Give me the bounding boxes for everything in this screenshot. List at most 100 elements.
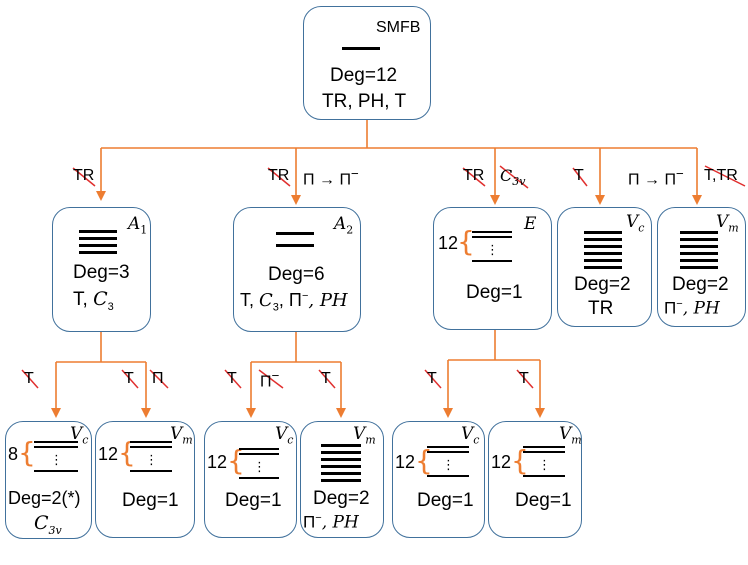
A2-level-1	[276, 232, 314, 235]
A2Vc-count: 12	[207, 452, 228, 472]
sym-text: T,	[240, 290, 260, 310]
strike-l2-A2Vc-pi	[258, 369, 284, 389]
edge-label-A2Vm-broken: T	[321, 370, 331, 387]
A1-degeneracy: Deg=3	[73, 262, 130, 283]
EVc-irrep: Vc	[461, 424, 479, 446]
irrep-sub: m	[182, 433, 193, 447]
A2-level-2	[276, 244, 314, 247]
node-E: E 12 { ⋮ Deg=1	[433, 207, 552, 330]
edge-label-A2Vc-broken-pi: Π−	[260, 368, 279, 391]
edge-label-E-broken: TR	[463, 167, 485, 184]
sym-pi-sup: −	[676, 298, 683, 310]
pi-sup: −	[271, 368, 280, 383]
EVc-level-top-1	[427, 446, 469, 448]
edge-label-Vc-broken: T	[574, 167, 584, 184]
irrep-sub: 2	[346, 223, 354, 237]
A1Vc-irrep: Vc	[70, 424, 88, 446]
strike-l1-Vm	[704, 165, 746, 187]
A2Vm-irrep: Vm	[353, 424, 376, 446]
sym-pi: Π	[664, 298, 677, 318]
sym-math: C	[93, 288, 108, 310]
E-irrep: E	[524, 214, 537, 234]
A2-degeneracy: Deg=6	[268, 264, 325, 285]
map-text: Π → Π	[628, 171, 676, 189]
EVc-level-top-2	[427, 451, 469, 453]
EVm-level-top-1	[523, 446, 565, 448]
EVm-irrep: Vm	[559, 424, 582, 446]
strike-l2-A1Vc	[21, 369, 39, 389]
EVm-brace: {	[511, 444, 529, 477]
A1-symmetries: T, C3	[73, 288, 114, 313]
E-level-top-2	[472, 236, 512, 238]
A2Vm-level-4	[321, 465, 361, 468]
A2Vc-irrep: Vc	[275, 424, 293, 446]
strike-l2-A1Vm-pi	[149, 369, 169, 389]
sym-pi-sup: −	[315, 512, 322, 524]
irrep-letter: V	[559, 424, 572, 444]
node-A1-Vm: Vm 12 { ⋮ Deg=1	[95, 421, 195, 538]
edge-label-EVm-broken: T	[519, 370, 529, 387]
EVm-count: 12	[491, 452, 512, 472]
E-level-top-1	[472, 231, 512, 233]
irrep-letter: V	[353, 424, 366, 444]
strike-l2-A2Vm	[318, 369, 336, 389]
node-A2-Vm: Vm Deg=2 Π−, PH	[300, 421, 384, 538]
node-Vc: Vc Deg=2 TR	[557, 207, 652, 327]
Vc-degeneracy: Deg=2	[574, 274, 631, 295]
A1Vc-ellipsis: ⋮	[50, 452, 63, 467]
edge-label-A1-broken: TR	[73, 167, 95, 184]
A1Vc-level-bottom	[34, 470, 78, 472]
A2-irrep: A2	[334, 214, 353, 236]
A1-level-1	[79, 230, 117, 233]
sym-math-sub: 3	[272, 301, 279, 314]
Vm-symmetries: Π−, PH	[664, 298, 720, 319]
node-E-Vc: Vc 12 { ⋮ Deg=1	[392, 421, 485, 538]
sym-math: C	[259, 290, 273, 311]
EVc-brace: {	[415, 444, 433, 477]
edge-label-E-broken-math: C3v	[500, 166, 525, 188]
irrep-sub: m	[571, 433, 582, 447]
A1-irrep: A1	[128, 214, 147, 236]
A1Vc-symmetry: C3v	[34, 512, 62, 537]
Vm-level-3	[680, 245, 718, 248]
Vc-level-5	[584, 259, 622, 262]
A2Vc-level-top-2	[239, 453, 279, 455]
map-text: Π → Π	[303, 171, 351, 189]
irrep-letter: V	[170, 424, 183, 444]
irrep-sub: c	[287, 433, 294, 447]
node-A2-Vc: Vc 12 { ⋮ Deg=1	[204, 421, 297, 538]
Vm-level-2	[680, 238, 718, 241]
irrep-sub: m	[365, 433, 376, 447]
irrep-sub: c	[638, 221, 645, 235]
A1Vm-irrep: Vm	[170, 424, 193, 446]
A1-level-4	[79, 251, 117, 254]
root-degeneracy: Deg=12	[330, 65, 398, 86]
strike-l1-A1	[72, 167, 96, 187]
sym-math: C	[34, 512, 49, 534]
root-energy-level	[342, 47, 380, 50]
A2Vm-level-1	[321, 444, 361, 447]
c-sub: 3v	[512, 175, 526, 189]
edge-label-A1Vm-broken-t: T	[124, 370, 134, 387]
Vm-level-1	[680, 231, 718, 234]
edge-label-A2-map: Π → Π−	[303, 166, 359, 189]
EVc-count: 12	[395, 452, 416, 472]
Vc-symmetries: TR	[588, 298, 614, 319]
A1Vm-level-top-1	[130, 441, 172, 443]
Vc-irrep: Vc	[626, 212, 644, 234]
A2-symmetries: T, C3, Π−, PH	[240, 290, 348, 314]
irrep-letter: V	[275, 424, 288, 444]
E-ellipsis: ⋮	[486, 242, 499, 257]
node-A2: A2 Deg=6 T, C3, Π−, PH	[233, 207, 361, 332]
edge-label-EVc-broken: T	[427, 370, 437, 387]
sym-pi: Π	[303, 512, 316, 532]
irrep-sub: c	[473, 433, 480, 447]
A2Vm-level-2	[321, 451, 361, 454]
irrep-sub: m	[728, 221, 739, 235]
node-A1-Vc: Vc 8 { ⋮ Deg=2(*) C3v	[5, 421, 92, 539]
Vm-level-4	[680, 252, 718, 255]
sym-ph: , PH	[321, 512, 359, 533]
sym-pi-sup: −	[301, 290, 309, 302]
node-Vm: Vm Deg=2 Π−, PH	[657, 207, 746, 327]
strike-l1-A2	[267, 167, 291, 187]
